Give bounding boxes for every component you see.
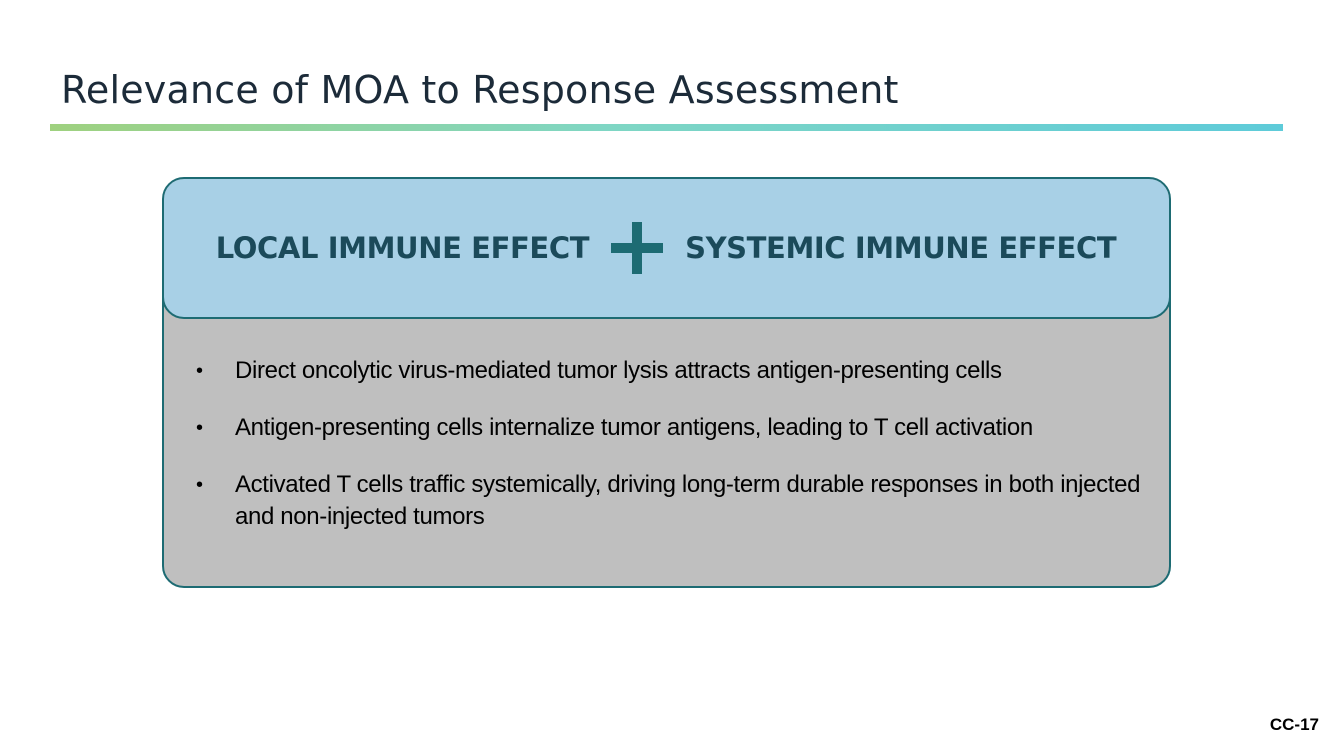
title-gradient-rule xyxy=(50,124,1283,131)
plus-icon xyxy=(611,221,664,274)
local-immune-effect-label: LOCAL IMMUNE EFFECT xyxy=(215,230,590,265)
card-header: LOCAL IMMUNE EFFECT SYSTEMIC IMMUNE EFFE… xyxy=(164,179,1169,319)
list-item: • Antigen-presenting cells internalize t… xyxy=(194,412,1144,444)
page-number: CC-17 xyxy=(1269,715,1319,734)
list-item: • Activated T cells traffic systemically… xyxy=(194,469,1144,533)
systemic-immune-effect-label: SYSTEMIC IMMUNE EFFECT xyxy=(685,230,1117,265)
bullet-text: Direct oncolytic virus-mediated tumor ly… xyxy=(235,357,1002,384)
bullet-glyph: • xyxy=(196,360,203,382)
bullet-glyph: • xyxy=(196,474,203,496)
bullet-text: Antigen-presenting cells internalize tum… xyxy=(235,414,1033,441)
list-item: • Direct oncolytic virus-mediated tumor … xyxy=(194,355,1144,387)
bullet-text: Activated T cells traffic systemically, … xyxy=(235,471,1141,530)
bullet-list: • Direct oncolytic virus-mediated tumor … xyxy=(194,355,1144,558)
slide-title: Relevance of MOA to Response Assessment xyxy=(61,68,899,112)
bullet-glyph: • xyxy=(196,417,203,439)
moa-card: LOCAL IMMUNE EFFECT SYSTEMIC IMMUNE EFFE… xyxy=(162,177,1171,588)
